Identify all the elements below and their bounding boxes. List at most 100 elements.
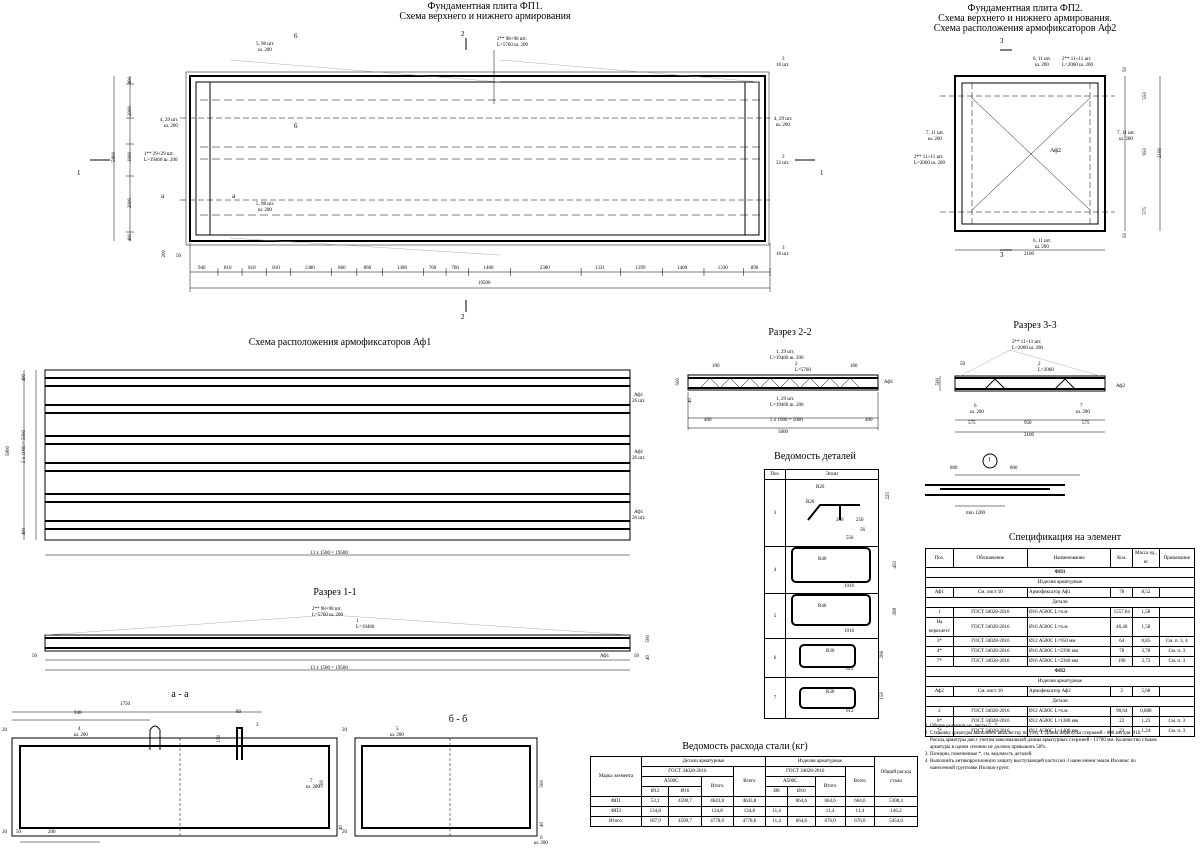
fp2-note: ш. 200 [1035, 245, 1049, 250]
spec-cell: См. п. 3 [1158, 656, 1196, 667]
fp1-note: ш. 200 [776, 123, 790, 128]
detail-pos: 6 [764, 638, 786, 678]
steel-cell: 11,4 [764, 806, 789, 817]
steel-cell: ФП1 [590, 796, 642, 807]
spec-cell: ГОСТ 34028-2016 [952, 656, 1028, 667]
detail-sketch: R30 206 612 [785, 638, 885, 678]
fp2-title-line3: Схема расположения армофиксаторов Аф2 [933, 23, 1117, 34]
dim: 2100 [1158, 148, 1163, 158]
razrez-3-3 [939, 349, 1106, 433]
bb-note: ш. 200 [390, 733, 404, 738]
r22-note: L=19460 ш. 200 [770, 356, 804, 361]
fp1-dim-value: 940 [197, 266, 206, 271]
spec-cell [1158, 607, 1196, 618]
r33-note: 2** 11+11 шт. [1012, 340, 1042, 345]
steel-cell: 5454,6 [874, 816, 918, 827]
steel-gost: ГОСТ 34028-2016 [764, 766, 846, 777]
dim: 50 [634, 654, 639, 659]
section-mark: 3 [1000, 251, 1004, 259]
fp1-note: 4, 29 шт. [774, 117, 793, 122]
fp2-note: L=2060 ш. 200 [1062, 63, 1093, 68]
steel-cell: 664,6 [787, 796, 816, 807]
dim: 20 [342, 728, 347, 733]
spec-cell: 5,68 [1132, 686, 1160, 697]
detail-dim: 206 [880, 651, 885, 659]
dim: 5800 [778, 430, 788, 435]
r33-note: ш. 200 [1076, 410, 1090, 415]
steel-cell: 187,9 [640, 816, 670, 827]
steel-sub: Итого [700, 776, 734, 797]
r22-note: L=19460 ш. 200 [770, 403, 804, 408]
spec-cell: ГОСТ 34028-2016 [952, 706, 1028, 717]
spec-cell: Ø16 А500С L=2390 мм [1026, 646, 1112, 657]
details-header: Поз. [764, 469, 786, 480]
dim: 950 [1143, 148, 1148, 156]
dim: 50 [1123, 233, 1128, 238]
dim: 2100 [1024, 252, 1034, 257]
steel-cell [764, 796, 789, 807]
detail-dim: 225 [886, 492, 891, 500]
spec-cell: 1,58 [1132, 617, 1160, 637]
steel-sub: Ø10 [787, 786, 816, 797]
dim: 500 [936, 378, 941, 386]
spec-cell: Армофиксатор Аф2 [1026, 686, 1112, 697]
specification-title: Спецификация на элемент [1008, 532, 1122, 543]
dim: 2000 [128, 198, 133, 208]
spec-cell: 1 [925, 607, 954, 618]
dim: 50 [32, 654, 37, 659]
fp1-note: 5, 98 шт. [256, 202, 275, 207]
spec-header: Кол. [1110, 548, 1134, 568]
dim: 50 [176, 254, 181, 259]
spec-cell: 78 [1110, 587, 1134, 598]
dim: 200 [48, 830, 56, 835]
spec-cell: Ø12 А500С L=1400 мм [1026, 726, 1112, 737]
spec-cell: Аф1 [925, 587, 954, 598]
spec-cell: 1,58 [1132, 607, 1160, 618]
spec-cell: 196 [1110, 656, 1134, 667]
r11-note: 2** 98+98 шт. [312, 607, 342, 612]
section-b-b-title: б - б [448, 714, 468, 725]
fp1-note: 16 шт. [776, 252, 790, 257]
dim: 575 [1082, 421, 1090, 426]
spec-cell: 46,40 [1110, 617, 1134, 637]
af1-plan [23, 369, 631, 556]
razrez-2-2-title: Разрез 2-2 [768, 327, 812, 338]
steel-cell: 53,1 [640, 796, 670, 807]
steel-cell [787, 806, 816, 817]
fp1-dim-value: 810 [272, 266, 280, 271]
spec-cell: 78 [1110, 646, 1134, 657]
spec-note: 1 Общие указания см. листы 5...7. [925, 724, 999, 729]
dim: 400 [22, 374, 27, 382]
bb-note: ш. 200 [534, 841, 548, 846]
dim: 40 [540, 822, 545, 827]
fp2-note: 6, 11 шт. [1033, 57, 1051, 62]
spec-header: Масса ед., кг [1132, 548, 1160, 568]
spec-row: ФП1 [925, 567, 1195, 578]
r33-note: L=2060 ш. 200 [1012, 346, 1043, 351]
fp2-note: 7, 11 шт. [926, 131, 944, 136]
spec-group-title: ФП1 [925, 567, 1195, 578]
detail-dim: 1016 [844, 584, 854, 589]
dim: 550 [1143, 92, 1148, 100]
fp1-dim-value: 1400 [483, 266, 494, 271]
r11-note: L=5760 ш. 200 [312, 613, 343, 618]
spec-note: Расход арматуры дан с учетом максимально… [925, 738, 1157, 743]
r33-note: L=2060 [1038, 368, 1054, 373]
af1-label: 26 шт. [632, 399, 646, 404]
spec-row: Детали [925, 696, 1195, 707]
spec-cell: 4* [925, 646, 954, 657]
spec-row: Детали [925, 597, 1195, 608]
section-mark: 6 [294, 122, 298, 130]
dim: 950 [1024, 421, 1032, 426]
node-number: 1 [988, 457, 991, 463]
spec-subgroup: Детали [925, 696, 1195, 707]
fp2-note: ш. 200 [1035, 63, 1049, 68]
fp1-note: 32 шт. [776, 161, 790, 166]
detail-dim: 398 [893, 608, 898, 616]
r22-note: 1, 29 шт. [776, 350, 795, 355]
steel-sub: Ø8 [764, 786, 789, 797]
